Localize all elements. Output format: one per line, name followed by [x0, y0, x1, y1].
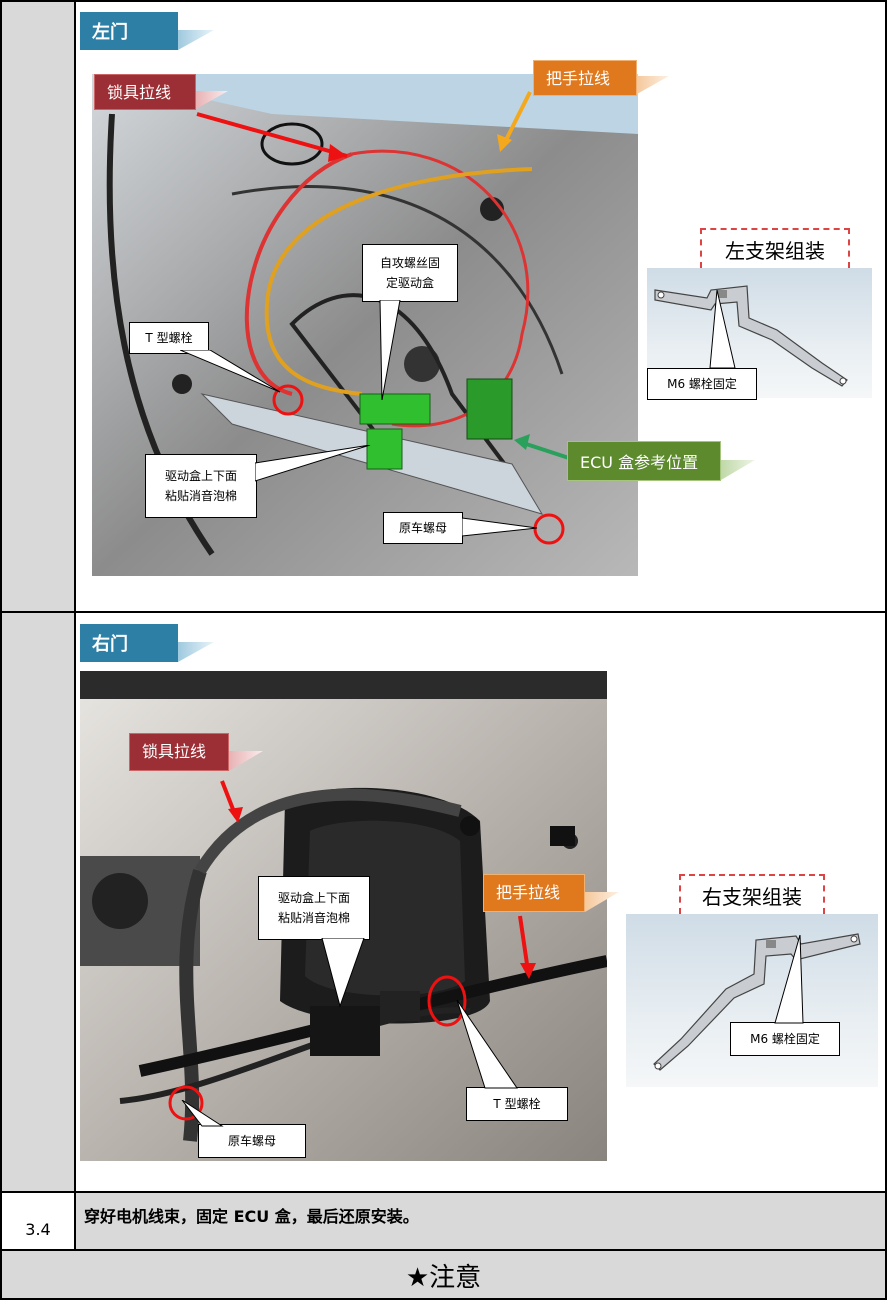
notice-row-bg	[0, 1250, 887, 1300]
left-door-tag: 左门	[80, 12, 178, 50]
left-orig-nut-pointer	[462, 517, 538, 537]
right-bracket-title: 右支架组装	[679, 874, 825, 914]
right-t-bolt-pointer	[456, 1000, 518, 1089]
border-left	[0, 0, 2, 1300]
right-bracket-panel	[626, 914, 878, 1087]
border-right	[885, 0, 887, 1300]
left-handle-cable-label: 把手拉线	[533, 60, 637, 96]
left-screw-fix-callout: 自攻螺丝固 定驱动盒	[362, 244, 458, 302]
right-t-bolt-callout: T 型螺栓	[466, 1087, 568, 1121]
step-text: 穿好电机线束，固定 ECU 盒，最后还原安装。	[84, 1207, 419, 1226]
left-t-bolt-callout: T 型螺栓	[129, 322, 209, 354]
border-bottom	[0, 1298, 887, 1300]
right-foam-callout: 驱动盒上下面 粘贴消音泡棉	[258, 876, 370, 940]
right-handle-cable-label: 把手拉线	[483, 874, 585, 912]
left-ecu-label: ECU 盒参考位置	[567, 441, 721, 481]
left-bracket-title: 左支架组装	[700, 228, 850, 268]
left-screw-fix-pointer	[379, 300, 401, 400]
left-door-tag-shadow	[178, 30, 214, 50]
right-door-tag-shadow	[178, 642, 214, 662]
right-bracket-note: M6 螺栓固定	[730, 1022, 840, 1056]
ecu-label-shadow	[721, 460, 755, 480]
left-column-step	[0, 1192, 76, 1250]
right-foam-pointer	[321, 938, 365, 1008]
right-lock-cable-label: 锁具拉线	[129, 733, 229, 771]
right-bracket-pointer	[774, 935, 804, 1024]
step-row-bg	[76, 1192, 887, 1250]
left-orig-nut-callout: 原车螺母	[383, 512, 463, 544]
step-number: 3.4	[25, 1219, 51, 1239]
border-row2	[0, 1191, 887, 1193]
left-foam-pointer	[255, 445, 371, 482]
handle-cable-label-shadow	[637, 76, 669, 94]
left-bracket-note: M6 螺栓固定	[647, 368, 757, 400]
left-foam-callout: 驱动盒上下面 粘贴消音泡棉	[145, 454, 257, 518]
right-orig-nut-pointer	[181, 1100, 224, 1127]
left-lock-cable-label: 锁具拉线	[94, 74, 196, 110]
border-row3	[0, 1249, 887, 1251]
border-row1	[0, 611, 887, 613]
border-top	[0, 0, 887, 2]
right-orig-nut-callout: 原车螺母	[198, 1124, 306, 1158]
left-bracket-pointer	[709, 290, 736, 369]
left-bracket-drawing	[654, 285, 848, 387]
right-bracket-drawing	[653, 933, 861, 1071]
notice-heading: ★注意	[405, 1262, 482, 1293]
right-door-tag: 右门	[80, 624, 178, 662]
left-column-mid	[0, 612, 76, 1192]
left-t-bolt-pointer	[180, 350, 281, 393]
left-column-top	[0, 0, 76, 612]
